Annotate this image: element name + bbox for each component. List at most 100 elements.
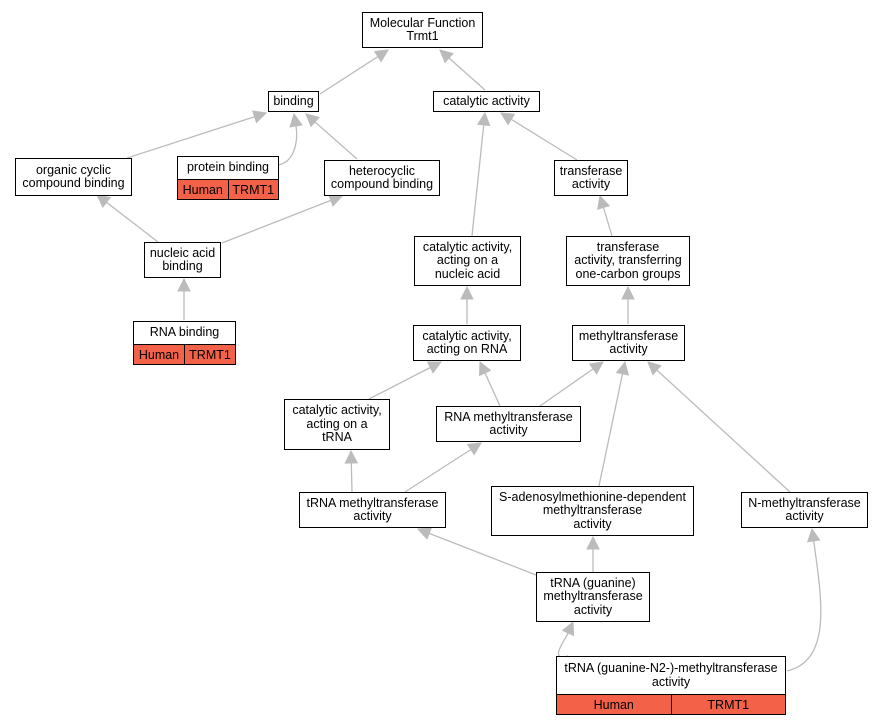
- edge-line: [557, 632, 569, 658]
- edge-nucleicbind-to-organic: [96, 194, 159, 243]
- go-term-label: RNA methyltransferase activity: [444, 409, 573, 437]
- go-term-catnucleic[interactable]: catalytic activity, acting on a nucleic …: [414, 236, 521, 286]
- edge-trnan2-to-trnaguanine: [557, 620, 575, 658]
- edge-cattrna-to-catrna: [368, 361, 442, 400]
- go-term-cattrna[interactable]: catalytic activity, acting on a tRNA: [284, 399, 390, 450]
- go-term-rnamethyl[interactable]: RNA methyltransferase activity: [436, 406, 581, 442]
- edge-line: [510, 118, 578, 161]
- arrowhead: [305, 113, 320, 128]
- arrowhead: [500, 112, 516, 126]
- annotation-gene: TRMT1: [670, 695, 786, 714]
- go-term-organic[interactable]: organic cyclic compound binding: [15, 158, 132, 196]
- go-term-label: N-methyltransferase activity: [748, 495, 861, 523]
- annotation-species: Human: [138, 347, 180, 362]
- edge-line: [428, 532, 537, 576]
- edge-line: [656, 369, 791, 493]
- edge-line: [786, 540, 822, 672]
- go-term-label: catalytic activity, acting on RNA: [422, 328, 512, 356]
- edge-line: [314, 121, 358, 160]
- arrowhead: [621, 285, 635, 300]
- go-term-label: transferase activity, transferring one-c…: [574, 239, 682, 281]
- go-term-transferase[interactable]: transferase activity: [554, 160, 628, 196]
- arrowhead: [416, 527, 433, 540]
- arrowhead: [588, 361, 604, 375]
- go-term-binding[interactable]: binding: [268, 91, 319, 112]
- edge-trnamethyl-to-rnamethyl: [404, 442, 482, 493]
- arrowhead: [561, 620, 575, 637]
- go-term-label: catalytic activity: [443, 93, 530, 108]
- edge-protein-to-binding: [277, 112, 303, 166]
- go-term-mf[interactable]: Molecular Function Trmt1: [362, 12, 483, 48]
- edge-trnan2-to-nmethyl: [786, 527, 822, 672]
- go-term-label: S-adenosylmethionine-dependent methyltra…: [499, 489, 686, 531]
- annotation-row: Human TRMT1: [134, 344, 235, 364]
- go-term-heterocyclic[interactable]: heterocyclic compound binding: [324, 160, 440, 196]
- edge-catnucleic-to-catalytic: [471, 111, 491, 237]
- arrowhead: [439, 49, 454, 64]
- go-term-trnan2[interactable]: tRNA (guanine-N2-)-methyltransferase act…: [556, 656, 786, 715]
- go-term-catrna[interactable]: catalytic activity, acting on RNA: [413, 325, 521, 361]
- go-term-label: Molecular Function Trmt1: [369, 15, 476, 43]
- go-term-label: transferase activity: [559, 163, 623, 191]
- arrowhead: [586, 535, 600, 550]
- go-term-label: heterocyclic compound binding: [330, 163, 434, 191]
- arrowhead: [344, 449, 359, 464]
- go-term-trnaguanine[interactable]: tRNA (guanine) methyltransferase activit…: [536, 572, 650, 622]
- annotation-gene: TRMT1: [227, 180, 279, 199]
- go-term-label: tRNA (guanine) methyltransferase activit…: [543, 575, 643, 617]
- annotation-row: Human TRMT1: [557, 694, 785, 714]
- arrowhead: [96, 194, 112, 209]
- arrowhead: [597, 194, 611, 210]
- go-term-catalytic[interactable]: catalytic activity: [433, 91, 540, 112]
- go-term-sadenosyl[interactable]: S-adenosylmethionine-dependent methyltra…: [491, 486, 694, 536]
- go-term-label: binding: [273, 93, 314, 108]
- arrowhead: [426, 361, 442, 374]
- go-term-label: tRNA (guanine-N2-)-methyltransferase act…: [564, 661, 778, 689]
- go-term-label: catalytic activity, acting on a nucleic …: [422, 239, 513, 281]
- annotation-species: Human: [593, 697, 634, 712]
- go-term-trnamethyl[interactable]: tRNA methyltransferase activity: [299, 492, 446, 528]
- edge-line: [319, 55, 379, 95]
- arrowhead: [807, 527, 821, 543]
- edge-sadenosyl-to-methyl: [598, 360, 630, 487]
- go-term-methyl[interactable]: methyltransferase activity: [572, 325, 685, 361]
- edge-line: [404, 448, 472, 493]
- go-term-nucleicbind[interactable]: nucleic acid binding: [144, 242, 221, 278]
- edge-line: [484, 372, 501, 407]
- edge-line: [368, 366, 431, 400]
- go-term-onecarbon[interactable]: transferase activity, transferring one-c…: [566, 236, 690, 286]
- edge-line: [126, 116, 255, 159]
- annotation-gene: TRMT1: [184, 345, 235, 364]
- arrowhead: [327, 194, 344, 207]
- edge-transferase-to-catalytic: [500, 112, 578, 161]
- edge-nmethyl-to-methyl: [647, 361, 791, 493]
- arrowhead: [177, 277, 191, 292]
- go-term-label: organic cyclic compound binding: [22, 162, 125, 190]
- edge-line: [448, 57, 486, 91]
- go-term-label: nucleic acid binding: [149, 245, 216, 273]
- go-term-label: catalytic activity, acting on a tRNA: [292, 403, 382, 445]
- go-term-label: tRNA methyltransferase activity: [306, 495, 439, 523]
- arrowhead: [615, 360, 630, 376]
- edge-rnamethyl-to-methyl: [539, 361, 604, 407]
- go-term-nmethyl[interactable]: N-methyltransferase activity: [741, 492, 868, 528]
- edge-rnabind-to-nucleicbind: [177, 277, 191, 320]
- edge-line: [350, 462, 353, 493]
- edge-line: [602, 207, 613, 237]
- edge-trnaguanine-to-trnamethyl: [416, 527, 537, 576]
- arrowhead: [647, 361, 662, 376]
- arrowhead: [476, 111, 491, 127]
- edge-line: [221, 199, 332, 244]
- edge-catalytic-to-mf: [439, 49, 486, 91]
- edge-rnamethyl-to-catrna: [478, 360, 501, 407]
- edge-line: [539, 368, 594, 407]
- edge-nucleicbind-to-heterocyclic: [221, 194, 344, 244]
- edge-onecarbon-to-transferase: [597, 194, 613, 237]
- arrowhead: [466, 442, 482, 456]
- edge-line: [471, 124, 485, 237]
- edge-trnamethyl-to-cattrna: [344, 449, 359, 493]
